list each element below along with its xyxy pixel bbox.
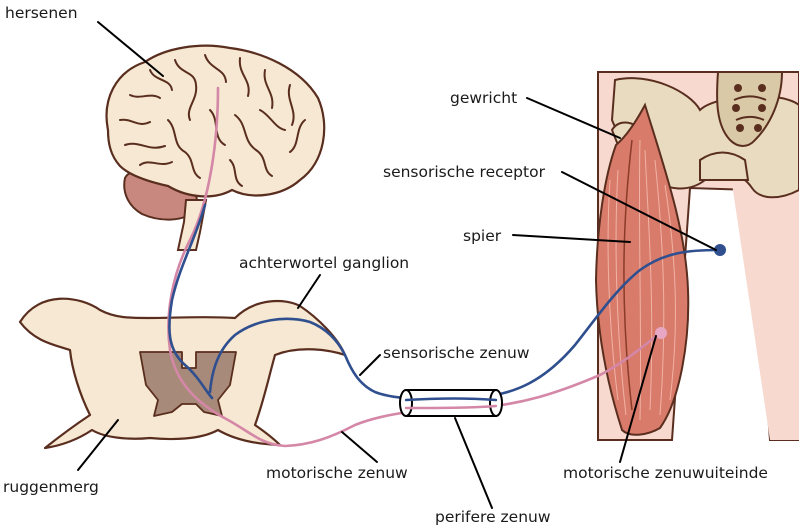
leader-ganglion <box>297 274 321 309</box>
label-motorische-zenuwuiteinde: motorische zenuwuiteinde <box>563 464 768 482</box>
label-spier: spier <box>463 227 502 245</box>
spinal-cord-illustration <box>18 297 347 450</box>
motor-nerve-path <box>167 86 662 448</box>
brain-folds <box>119 54 306 187</box>
leader-motor-ending <box>619 335 657 463</box>
sacral-foramina <box>732 84 767 132</box>
leader-ruggenmerg <box>77 419 119 471</box>
brain-illustration <box>105 44 326 251</box>
label-sensorische-zenuw: sensorische zenuw <box>383 344 530 362</box>
leader-lines <box>77 21 717 509</box>
right-thigh <box>730 170 799 440</box>
motor-ending-dot <box>655 327 667 339</box>
leader-perifere-zenuw <box>454 417 493 509</box>
label-hersenen: hersenen <box>5 4 78 22</box>
label-gewricht: gewricht <box>450 89 517 107</box>
muscle-fibers <box>607 139 676 421</box>
leader-spier <box>512 234 631 243</box>
leader-hersenen <box>97 21 164 77</box>
pubic-bone <box>699 151 750 181</box>
label-ruggenmerg: ruggenmerg <box>3 478 99 496</box>
label-achterwortel-ganglion: achterwortel ganglion <box>239 254 409 272</box>
leader-receptor <box>561 171 717 251</box>
nerves <box>167 86 726 448</box>
label-perifere-zenuw: perifere zenuw <box>435 508 551 526</box>
muscle-division <box>623 139 633 411</box>
leader-gewricht <box>526 97 621 139</box>
leader-motorische-zenuw <box>341 431 378 463</box>
leader-sensorische-zenuw <box>359 354 381 376</box>
sensory-receptor-dot <box>714 244 726 256</box>
sacrum-bone <box>716 71 784 147</box>
sensory-nerve-path <box>168 203 720 401</box>
label-motorische-zenuw: motorische zenuw <box>266 464 408 482</box>
peripheral-nerve-tube <box>399 389 503 417</box>
label-sensorische-receptor: sensorische receptor <box>383 163 546 181</box>
leg-illustration <box>594 71 799 441</box>
labels: hersenen gewricht sensorische receptor s… <box>3 4 768 526</box>
